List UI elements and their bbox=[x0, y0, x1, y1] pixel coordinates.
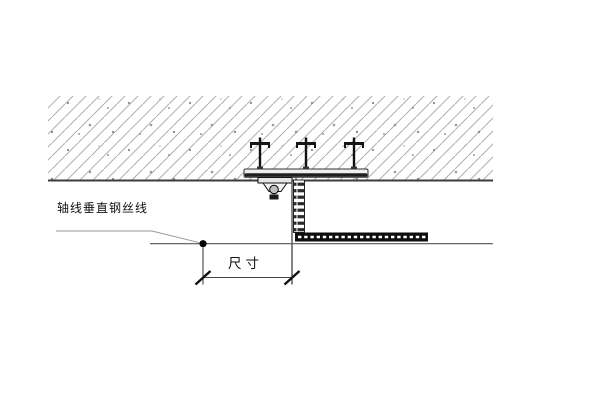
hanger-nut bbox=[269, 184, 279, 195]
bolt-cap-end-right bbox=[268, 145, 270, 148]
bolt-cap-end-left bbox=[250, 145, 252, 148]
bolt-base-nub bbox=[351, 166, 357, 170]
hanger-clamp bbox=[257, 177, 293, 200]
bolt-cap bbox=[250, 142, 270, 145]
bolt-cap-end-right bbox=[314, 145, 316, 148]
bolt-cap bbox=[296, 142, 316, 145]
wire-line-leader bbox=[56, 230, 201, 244]
bolt-cap-end-right bbox=[362, 145, 364, 148]
expansion-bolt-2 bbox=[296, 137, 316, 170]
bolt-base-nub bbox=[257, 166, 263, 170]
bolt-cap-end-left bbox=[296, 145, 298, 148]
hanger-strap bbox=[257, 177, 293, 184]
hanger-bolt-end bbox=[269, 194, 279, 200]
bolt-base-nub bbox=[303, 166, 309, 170]
dimension-tick-left bbox=[194, 270, 212, 286]
dimension-label: 尺寸 bbox=[228, 256, 263, 271]
wire-line-point-marker bbox=[199, 240, 207, 248]
concrete-slab-speckles bbox=[48, 96, 493, 180]
bolt-cap bbox=[344, 142, 364, 145]
bolt-cap-end-left bbox=[344, 145, 346, 148]
wire-line-label: 轴线垂直钢丝线 bbox=[57, 201, 149, 215]
expansion-bolt-1 bbox=[250, 137, 270, 170]
mounting-plate-flange bbox=[244, 173, 368, 177]
vertical-channel bbox=[293, 179, 305, 233]
dimension-tick-right bbox=[283, 270, 301, 286]
expansion-bolt-3 bbox=[344, 137, 364, 170]
